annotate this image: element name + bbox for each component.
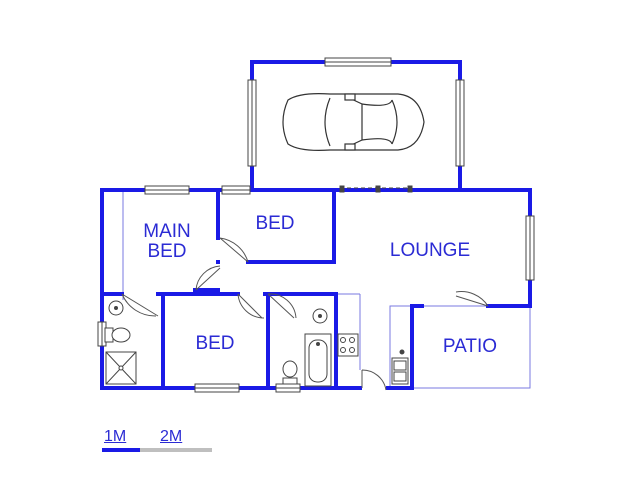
scale-label-2m: 2M — [160, 428, 183, 445]
door-swing-icon — [361, 369, 387, 391]
scale-bar-first-meter — [102, 448, 140, 452]
scale-bar — [102, 448, 212, 452]
door-swing-icon — [455, 291, 489, 307]
room-label-lounge: LOUNGE — [389, 240, 471, 261]
window-icon — [275, 383, 301, 393]
sink-icon — [391, 349, 409, 385]
window-icon — [144, 185, 190, 195]
window-icon — [324, 57, 392, 67]
doors — [121, 237, 489, 391]
window-icon — [525, 215, 535, 281]
door-swing-icon — [219, 237, 249, 263]
scale-label-1m: 1M — [104, 428, 127, 445]
toilet-icon — [104, 327, 131, 343]
bathroom-2-fixtures — [282, 308, 332, 387]
room-label-main-bed: MAIN BED — [143, 221, 191, 262]
toilet-icon — [282, 360, 298, 385]
garage-opening — [339, 185, 413, 193]
basin-icon — [312, 308, 328, 324]
patio-outline — [389, 305, 531, 389]
room-label-bed-top: BED — [255, 213, 295, 234]
kitchen-fixtures — [337, 333, 409, 385]
room-label-patio: PATIO — [442, 336, 498, 357]
basin-icon — [108, 300, 124, 316]
stove-icon — [337, 333, 359, 357]
windows — [97, 57, 535, 393]
window-icon — [247, 79, 257, 167]
scale-bar-second-meter — [140, 448, 212, 452]
room-label-bed-bottom: BED — [195, 333, 235, 354]
bathroom-1-fixtures — [104, 300, 137, 385]
car-icon — [282, 93, 425, 151]
window-icon — [455, 79, 465, 167]
door-swing-icon — [195, 265, 221, 291]
door-swing-icon — [237, 293, 265, 319]
door-swing-icon — [267, 293, 297, 319]
window-icon — [194, 383, 240, 393]
door-swing-icon — [121, 293, 159, 317]
shower-icon — [105, 351, 137, 385]
thin-lines — [122, 192, 531, 389]
window-icon — [221, 185, 251, 195]
bathtub-icon — [304, 333, 332, 387]
